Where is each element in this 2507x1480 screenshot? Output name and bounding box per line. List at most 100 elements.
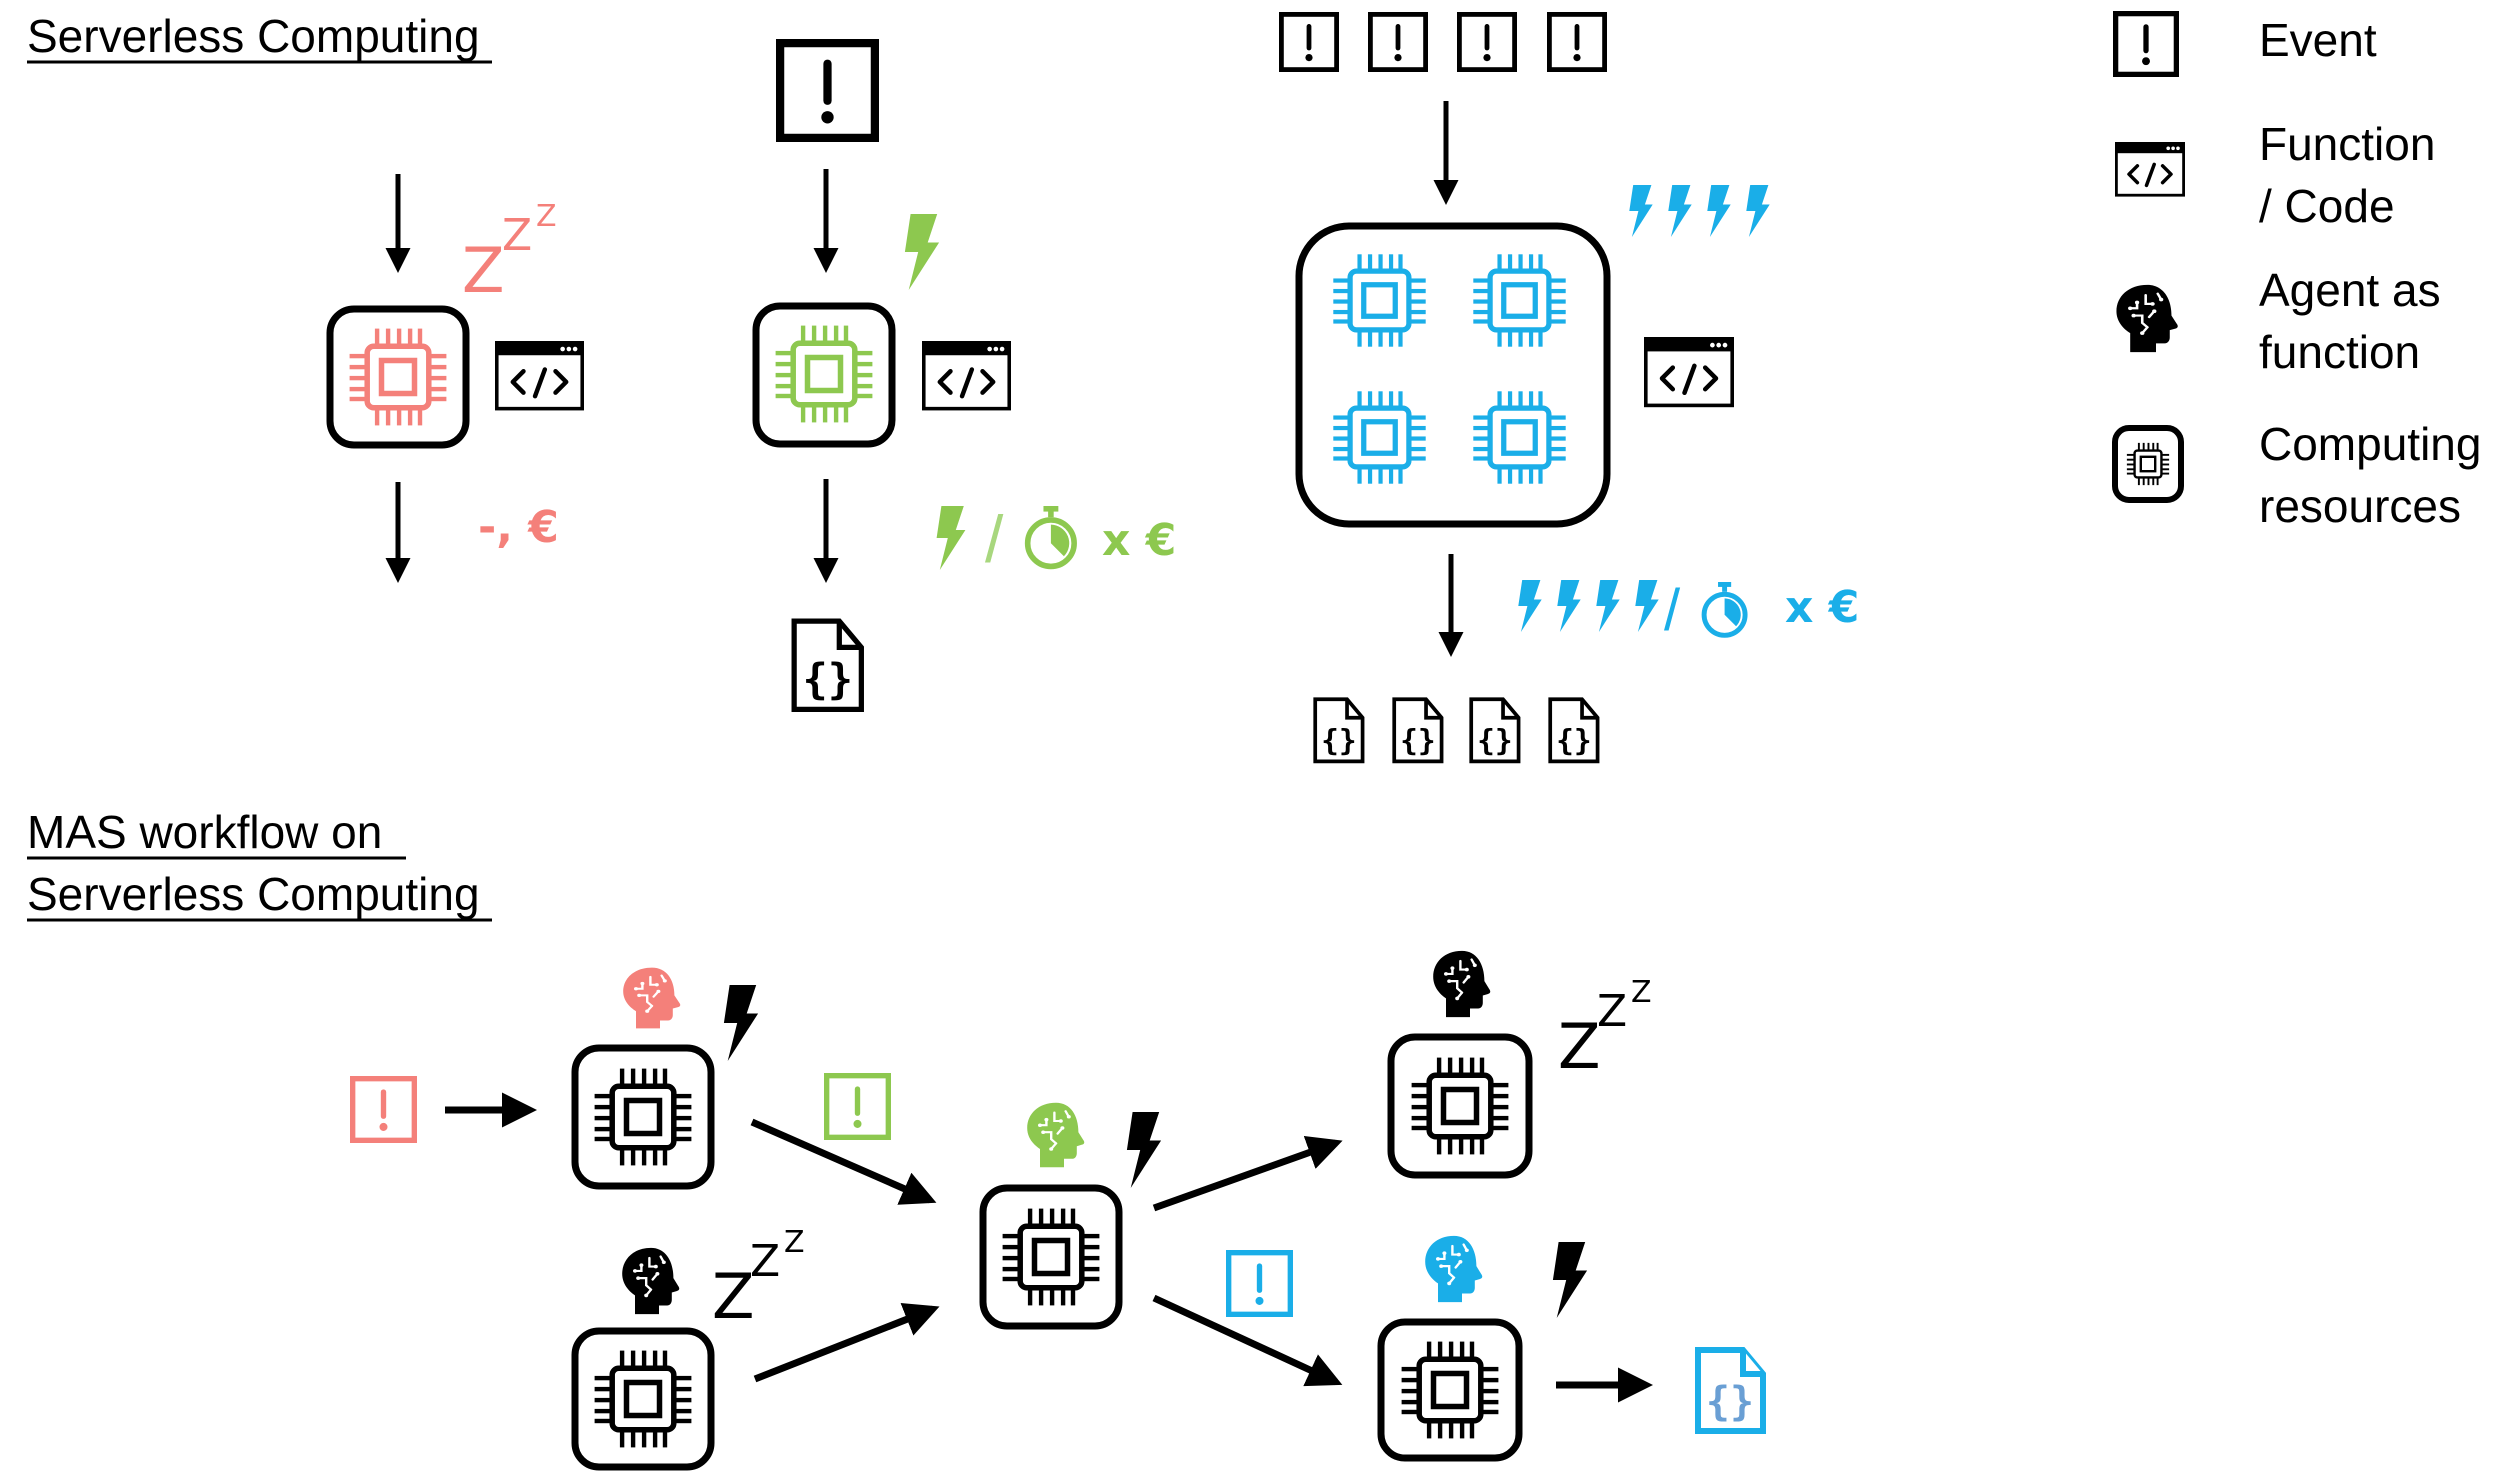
lightning-bolt-icon bbox=[723, 985, 759, 1061]
lightning-bolt-icon bbox=[1552, 1242, 1588, 1318]
lightning-bolt-icon bbox=[936, 506, 966, 570]
legend-label: Event bbox=[2259, 14, 2377, 66]
legend-label: Agent as bbox=[2259, 264, 2441, 316]
lightning-bolt-icon bbox=[904, 214, 940, 290]
legend-label: resources bbox=[2259, 480, 2461, 532]
zzz-icon: Z Z Z bbox=[712, 1225, 805, 1333]
agent-head-icon-red bbox=[622, 966, 682, 1030]
legend-item-function: Function / Code bbox=[2114, 118, 2435, 232]
arrow-to-black-agent bbox=[1152, 1135, 1343, 1212]
json-document-icon bbox=[1548, 697, 1600, 764]
compute-box bbox=[1377, 1318, 1523, 1462]
lightning-bolt-icon bbox=[1746, 185, 1770, 237]
lightning-bolt-icon bbox=[1596, 580, 1620, 632]
svg-text:Z: Z bbox=[1631, 975, 1652, 1010]
function-code-icon bbox=[497, 343, 582, 409]
event-icon-green bbox=[827, 1076, 889, 1138]
svg-text:Z: Z bbox=[784, 1225, 805, 1260]
lightning-bolt-icon bbox=[1518, 580, 1542, 632]
svg-text:{}: {} bbox=[1706, 1379, 1754, 1425]
event-icon-red bbox=[353, 1079, 415, 1141]
legend-label: / Code bbox=[2259, 180, 2395, 232]
agent-head-icon bbox=[621, 1246, 681, 1316]
cost-label: -, € bbox=[478, 502, 559, 553]
agent-head-icon-green bbox=[1025, 1101, 1086, 1169]
agent-head-icon-blue bbox=[1423, 1234, 1484, 1304]
legend-label: function bbox=[2259, 326, 2420, 378]
event-icon bbox=[1281, 14, 1336, 69]
cost-suffix: x € bbox=[1102, 515, 1176, 566]
legend-label: Computing bbox=[2259, 418, 2481, 470]
compute-box bbox=[752, 302, 896, 448]
agent-node-red bbox=[571, 966, 759, 1190]
idle-column: Z Z Z -, € bbox=[326, 174, 582, 583]
section-title-serverless: Serverless Computing bbox=[27, 10, 480, 62]
json-document-icon-blue: {} bbox=[1695, 1347, 1766, 1434]
stopwatch-icon bbox=[1028, 506, 1075, 566]
agent-head-icon bbox=[1431, 949, 1492, 1019]
cost-formula: / x € bbox=[936, 502, 1176, 576]
agent-head-icon bbox=[2115, 283, 2180, 354]
legend-item-agent: Agent as function bbox=[2115, 264, 2441, 378]
function-code-icon bbox=[2114, 141, 2186, 197]
compute-box bbox=[979, 1184, 1123, 1330]
function-code-icon bbox=[924, 343, 1009, 409]
stopwatch-icon bbox=[1704, 582, 1745, 635]
compute-box bbox=[326, 305, 470, 449]
svg-text:Z: Z bbox=[750, 1236, 780, 1287]
svg-text:Z: Z bbox=[712, 1260, 754, 1333]
lightning-bolt-icon bbox=[1557, 580, 1581, 632]
compute-box bbox=[571, 1044, 715, 1190]
compute-box bbox=[1387, 1033, 1533, 1179]
lightning-bolt-icon bbox=[1668, 185, 1692, 237]
lightning-bolt-icon bbox=[1126, 1112, 1162, 1188]
top-section: Serverless Computing Z Z Z -, € bbox=[27, 10, 1859, 764]
agent-node-green bbox=[979, 1101, 1162, 1330]
agent-node-black-left: Z Z Z bbox=[571, 1225, 805, 1471]
json-document-icon bbox=[1392, 697, 1444, 764]
event-icon bbox=[1459, 14, 1514, 69]
agent-node-blue bbox=[1377, 1234, 1588, 1462]
svg-text:Z: Z bbox=[536, 199, 557, 234]
arrow-to-blue-agent bbox=[1152, 1294, 1343, 1387]
lightning-bolt-icon bbox=[1629, 185, 1653, 237]
zzz-icon: Z Z Z bbox=[1558, 975, 1652, 1083]
compute-box bbox=[571, 1327, 715, 1471]
legend-item-event: Event bbox=[2116, 14, 2377, 75]
json-document-icon bbox=[1313, 697, 1365, 764]
legend-label: Function bbox=[2259, 118, 2435, 170]
agent-node-black-right: Z Z Z bbox=[1387, 949, 1652, 1179]
compute-box bbox=[2112, 425, 2184, 503]
event-icon bbox=[1370, 14, 1425, 69]
legend-item-computing: Computing resources bbox=[2112, 418, 2481, 532]
arrow-to-green-agent bbox=[750, 1118, 937, 1205]
per-separator: / bbox=[985, 502, 1004, 576]
bolts-group bbox=[1629, 185, 1770, 237]
event-icon bbox=[2116, 14, 2177, 75]
section-title-mas-line2: Serverless Computing bbox=[27, 868, 480, 920]
compute-cluster-box bbox=[1295, 222, 1611, 528]
svg-text:Z: Z bbox=[1597, 986, 1627, 1037]
cost-formula: / x € bbox=[1518, 578, 1859, 643]
legend: Event Function / Code Agent as function … bbox=[2112, 14, 2481, 532]
json-document-icon bbox=[1469, 697, 1521, 764]
cost-suffix: x € bbox=[1785, 582, 1859, 633]
function-code-icon bbox=[1646, 339, 1732, 406]
json-document-icon bbox=[794, 621, 861, 709]
bottom-section: MAS workflow on Serverless Computing Z Z… bbox=[27, 806, 1766, 1471]
parallel-column: / x € bbox=[1281, 14, 1859, 764]
svg-text:Z: Z bbox=[462, 234, 504, 307]
lightning-bolt-icon bbox=[1635, 580, 1659, 632]
lightning-bolt-icon bbox=[1707, 185, 1731, 237]
event-icon bbox=[1549, 14, 1604, 69]
section-title-mas-line1: MAS workflow on bbox=[27, 806, 382, 858]
per-separator: / bbox=[1664, 578, 1681, 643]
event-icon-blue bbox=[1229, 1253, 1291, 1315]
svg-text:Z: Z bbox=[502, 210, 532, 261]
svg-text:Z: Z bbox=[1558, 1010, 1600, 1083]
event-icon bbox=[780, 43, 875, 138]
arrow-to-green-agent bbox=[753, 1302, 940, 1383]
single-event-column: / x € bbox=[752, 43, 1176, 709]
zzz-icon: Z Z Z bbox=[462, 199, 557, 307]
